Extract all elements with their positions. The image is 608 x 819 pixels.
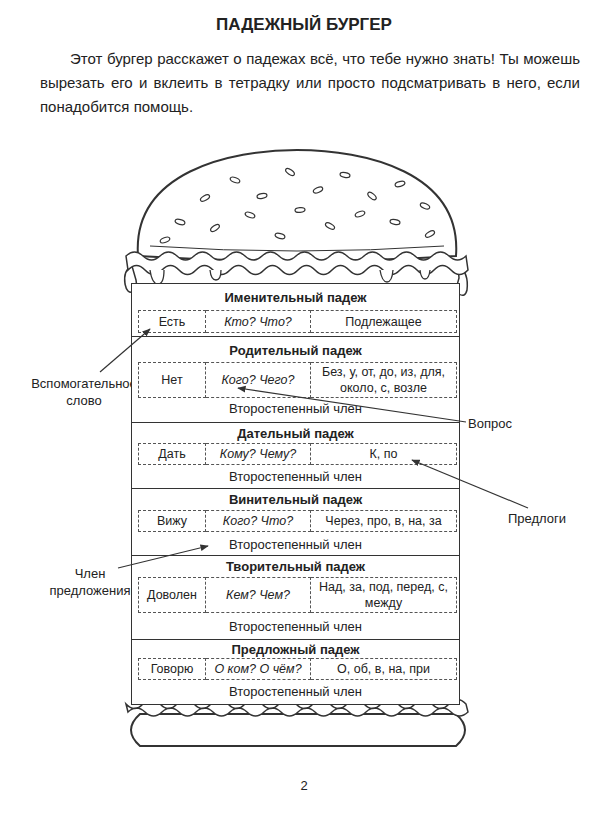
case-name: Именительный падеж: [132, 290, 459, 306]
cell-text: Подлежащее: [345, 314, 421, 330]
case-name: Творительный падеж: [132, 559, 459, 575]
table-cell: Говорю: [138, 658, 206, 680]
top-bun: [138, 150, 457, 261]
sesame-seed: [285, 167, 296, 177]
table-cell: Есть: [138, 310, 206, 333]
table-cell: Кем? Чем?: [206, 577, 311, 613]
case-name: Винительный падеж: [132, 492, 459, 508]
case-band: Винительный падежВторостепенный член Вижу…: [131, 489, 460, 556]
table-cell: О, об, в, на, при: [311, 658, 457, 680]
sesame-seed: [295, 207, 305, 213]
cheese-drip: [150, 270, 430, 284]
cell-text: Дать: [158, 446, 185, 462]
bun-line: [150, 246, 444, 251]
sesame-seed: [324, 221, 335, 230]
sentence-member: Второстепенный член: [132, 619, 459, 635]
table-cell: Доволен: [138, 577, 206, 613]
leader-line: [412, 460, 528, 508]
intro-text: Этот бургер расскажет о падежах всё, что…: [40, 47, 580, 119]
case-name: Дательный падеж: [132, 426, 459, 442]
sesame-seed: [312, 186, 323, 195]
case-band: Предложный падежВторостепенный член Говор…: [131, 640, 460, 705]
cell-text: Кто? Что?: [224, 314, 292, 330]
cell-text: Кого? Что?: [223, 513, 293, 529]
case-name: Предложный падеж: [132, 642, 459, 658]
cell-text: Без, у, от, до, из, для, около, с, возле: [313, 364, 454, 396]
cell-text: Кого? Чего?: [221, 372, 294, 388]
cell-text: Через, про, в, на, за: [325, 513, 441, 529]
callout-label: Член предложения: [45, 565, 135, 599]
table-cell: Подлежащее: [311, 310, 457, 333]
cell-text: Вижу: [157, 513, 187, 529]
cell-text: Есть: [159, 314, 186, 330]
leader-line: [118, 546, 208, 568]
page-title: ПАДЕЖНЫЙ БУРГЕР: [0, 15, 608, 35]
case-band: Родительный падежВторостепенный член Нет К…: [131, 337, 460, 423]
sesame-seed: [275, 232, 286, 239]
table-cell: Вижу: [138, 510, 206, 532]
case-band: Творительный падежВторостепенный член Дов…: [131, 556, 460, 640]
cell-text: Кем? Чем?: [226, 587, 290, 603]
sesame-seed: [175, 218, 186, 225]
sesame-seed: [159, 236, 170, 244]
cell-text: К, по: [370, 446, 398, 462]
leader-line: [100, 329, 150, 372]
sesame-seed: [340, 172, 351, 178]
cell-text: Над, за, под, перед, с, между: [313, 579, 454, 611]
sesame-seed: [354, 210, 365, 218]
cell-text: О ком? О чём?: [214, 661, 301, 677]
sesame-seed: [395, 180, 406, 187]
sesame-seeds: [159, 167, 435, 244]
lettuce-leaf: [126, 252, 468, 275]
case-name: Родительный падеж: [132, 343, 459, 359]
table-cell: Дать: [138, 443, 206, 465]
table-cell: Кому? Чему?: [206, 443, 311, 465]
callout-label: Предлоги: [508, 510, 598, 527]
page-number: 2: [284, 777, 324, 794]
table-cell: О ком? О чём?: [206, 658, 311, 680]
case-band: Дательный падежВторостепенный член Дать Ко…: [131, 423, 460, 489]
sesame-seed: [199, 193, 210, 202]
sesame-seed: [257, 193, 268, 199]
table-cell: Кто? Что?: [206, 310, 311, 333]
sesame-seed: [210, 223, 221, 233]
sentence-member: Второстепенный член: [132, 401, 459, 417]
sesame-seed: [367, 191, 378, 201]
table-cell: Нет: [138, 362, 206, 398]
cell-text: Нет: [161, 372, 182, 388]
leader-line: [238, 388, 466, 422]
sesame-seed: [424, 229, 435, 238]
table-cell: Кого? Чего?: [206, 362, 311, 398]
bottom-bun: [131, 714, 465, 746]
table-cell: Над, за, под, перед, с, между: [311, 577, 457, 613]
callout-label: Вопрос: [468, 415, 548, 432]
table-cell: Кого? Что?: [206, 510, 311, 532]
sentence-member: Второстепенный член: [132, 469, 459, 485]
sesame-seed: [244, 211, 255, 219]
table-cell: Через, про, в, на, за: [311, 510, 457, 532]
sesame-seed: [229, 176, 240, 184]
sesame-seed: [390, 219, 401, 225]
sentence-member: Второстепенный член: [132, 684, 459, 700]
callout-label: Вспомогательное слово: [28, 375, 140, 409]
cell-text: Говорю: [151, 661, 194, 677]
table-cell: Без, у, от, до, из, для, около, с, возле: [311, 362, 457, 398]
cell-text: Доволен: [147, 587, 197, 603]
cell-text: Кому? Чему?: [220, 446, 296, 462]
sesame-seed: [419, 202, 430, 211]
case-band: Именительный падежЕсть Кто? Что? Подлежаще…: [131, 283, 460, 337]
table-cell: К, по: [311, 443, 457, 465]
sentence-member: Второстепенный член: [132, 537, 459, 553]
cell-text: О, об, в, на, при: [337, 661, 430, 677]
